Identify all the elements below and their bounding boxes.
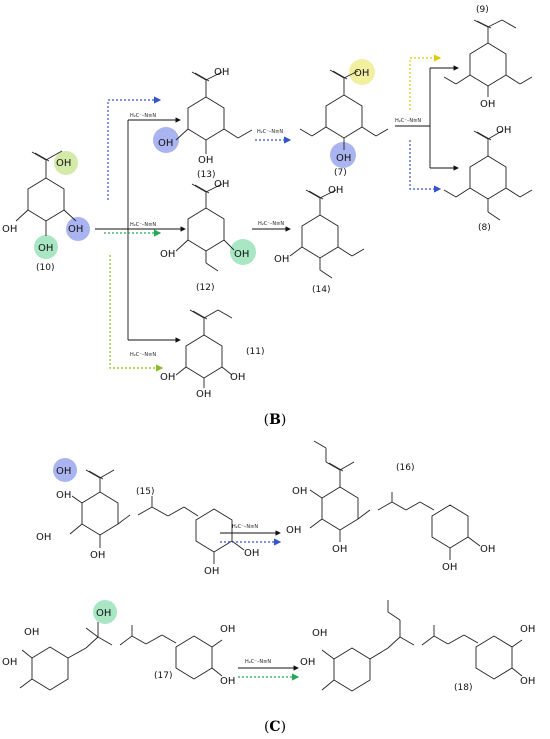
oh-label: OH [160,249,175,260]
reaction-arrows [95,54,459,681]
dotted-blue-arrow-3 [409,140,442,193]
oh-label: OH [244,548,259,559]
molecule-13 [175,71,253,154]
highlight-blue-c15 [53,458,77,482]
molecule-18 [321,600,523,692]
oh-label: OH [36,532,51,543]
oh-label: OH [198,155,213,166]
reagent-label: H₂C⁻–N≡N [245,659,271,665]
reagent-label: H₂C⁻–N≡N [232,524,258,530]
oh-label: OH [354,68,369,79]
oh-label: OH [90,550,105,561]
compound-number-15: (15) [136,487,154,497]
highlight-blue-c7 [330,142,356,168]
oh-label: OH [2,224,17,235]
panel-label-c: (C) [264,719,286,735]
oh-label: OH [214,179,229,190]
oh-label: OH [292,486,307,497]
reagent-label: H₂C⁻–N≡N [257,129,283,135]
oh-label: OH [96,608,111,619]
oh-labels: OH OH OH OH OH OH OH OH OH OH OH OH OH O… [2,67,535,687]
oh-label: OH [520,676,535,687]
oh-label: OH [196,389,211,400]
molecule-14 [289,189,365,279]
reagent-label: H₂C⁻–N≡N [130,352,156,358]
dotted-yellowgreen-arrow [109,255,164,372]
oh-label: OH [158,138,173,149]
reagent-labels: H₂C⁻–N≡N H₂C⁻–N≡N H₂C⁻–N≡N H₂C⁻–N≡N H₂C⁻… [130,113,421,665]
oh-label: OH [56,490,71,501]
oh-label: OH [328,185,343,196]
oh-label: OH [160,372,175,383]
compound-number-8: (8) [478,223,491,233]
compound-number-17: (17) [154,671,172,681]
dotted-blue-arrow-1 [107,96,162,200]
oh-label: OH [56,158,71,169]
oh-label: OH [204,566,219,577]
oh-label: OH [214,67,229,78]
compound-number-11: (11) [246,347,264,357]
oh-label: OH [234,249,249,260]
compound-number-7: (7) [334,168,347,178]
oh-label: OH [2,657,17,668]
compound-numbers: (9) (13) (7) (8) (10) (12) (14) (11) (15… [36,5,491,693]
compound-number-10: (10) [36,263,54,273]
compound-number-12: (12) [196,283,214,293]
reagent-label: H₂C⁻–N≡N [395,118,421,124]
highlight-green-c17 [93,600,117,624]
reagent-label: H₂C⁻–N≡N [130,113,156,119]
oh-label: OH [286,525,301,536]
molecule-11 [175,309,233,388]
compound-number-16: (16) [396,463,414,473]
compound-number-9: (9) [476,5,489,15]
oh-label: OH [496,125,511,136]
dotted-yellow-arrow [409,54,442,110]
reagent-label: H₂C⁻–N≡N [258,221,284,227]
highlight-blue-c10 [66,217,90,241]
highlight-green-c10 [34,235,58,259]
highlight-yellowgreen-c10 [54,151,78,175]
oh-label: OH [480,544,495,555]
compound-number-18: (18) [454,683,472,693]
oh-label: OH [300,657,315,668]
oh-label: OH [56,466,71,477]
oh-label: OH [332,544,347,555]
molecule-9 [443,19,533,97]
molecule-10 [15,150,77,236]
oh-label: OH [442,562,457,573]
oh-label: OH [230,372,245,383]
highlight-blue-c13 [153,127,179,153]
oh-label: OH [274,254,289,265]
highlights [34,59,375,624]
oh-label: OH [312,628,327,639]
molecule-16 [309,440,481,560]
molecule-17 [19,622,223,691]
compound-number-14: (14) [312,285,330,295]
oh-label: OH [480,99,495,110]
oh-label: OH [220,676,235,687]
oh-label: OH [520,624,535,635]
oh-label: OH [68,224,83,235]
panel-label-b: (B) [264,412,287,428]
compound-number-13: (13) [197,170,215,180]
oh-label: OH [220,624,235,635]
molecule-7 [299,69,389,150]
molecule-12 [175,183,235,272]
reagent-label: H₂C⁻–N≡N [130,222,156,228]
highlight-yellow-c7 [349,59,375,85]
oh-label: OH [38,243,53,254]
molecule-8 [443,130,533,221]
oh-label: OH [336,153,351,164]
highlight-green-c12 [230,239,256,265]
oh-label: OH [24,627,39,638]
